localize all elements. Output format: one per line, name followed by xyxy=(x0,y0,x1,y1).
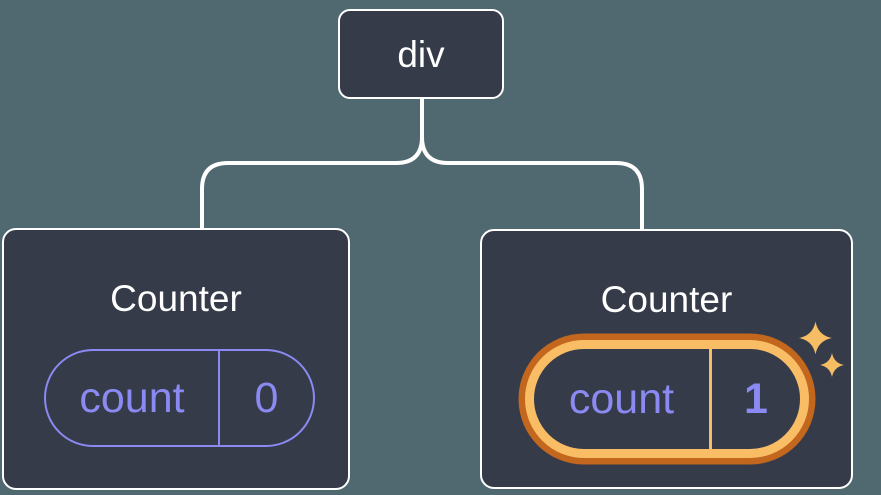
counter-card-right: Counter count 1 xyxy=(480,229,853,489)
sparkle-icon xyxy=(820,353,844,377)
state-value: 0 xyxy=(218,351,313,445)
connector-branch-right xyxy=(420,95,644,232)
connector-branch-left xyxy=(200,95,424,232)
sparkle-icon xyxy=(799,320,832,356)
state-value: 1 xyxy=(709,349,800,449)
state-pill-right-highlighted: count 1 xyxy=(525,340,809,458)
counter-card-left: Counter count 0 xyxy=(2,228,350,490)
state-label: count xyxy=(79,373,185,422)
state-pill-left: count 0 xyxy=(44,349,315,447)
root-node-div: div xyxy=(338,9,504,99)
component-title: Counter xyxy=(600,279,733,320)
component-title: Counter xyxy=(110,278,242,319)
state-label: count xyxy=(568,374,675,423)
root-node-label: div xyxy=(397,33,445,75)
